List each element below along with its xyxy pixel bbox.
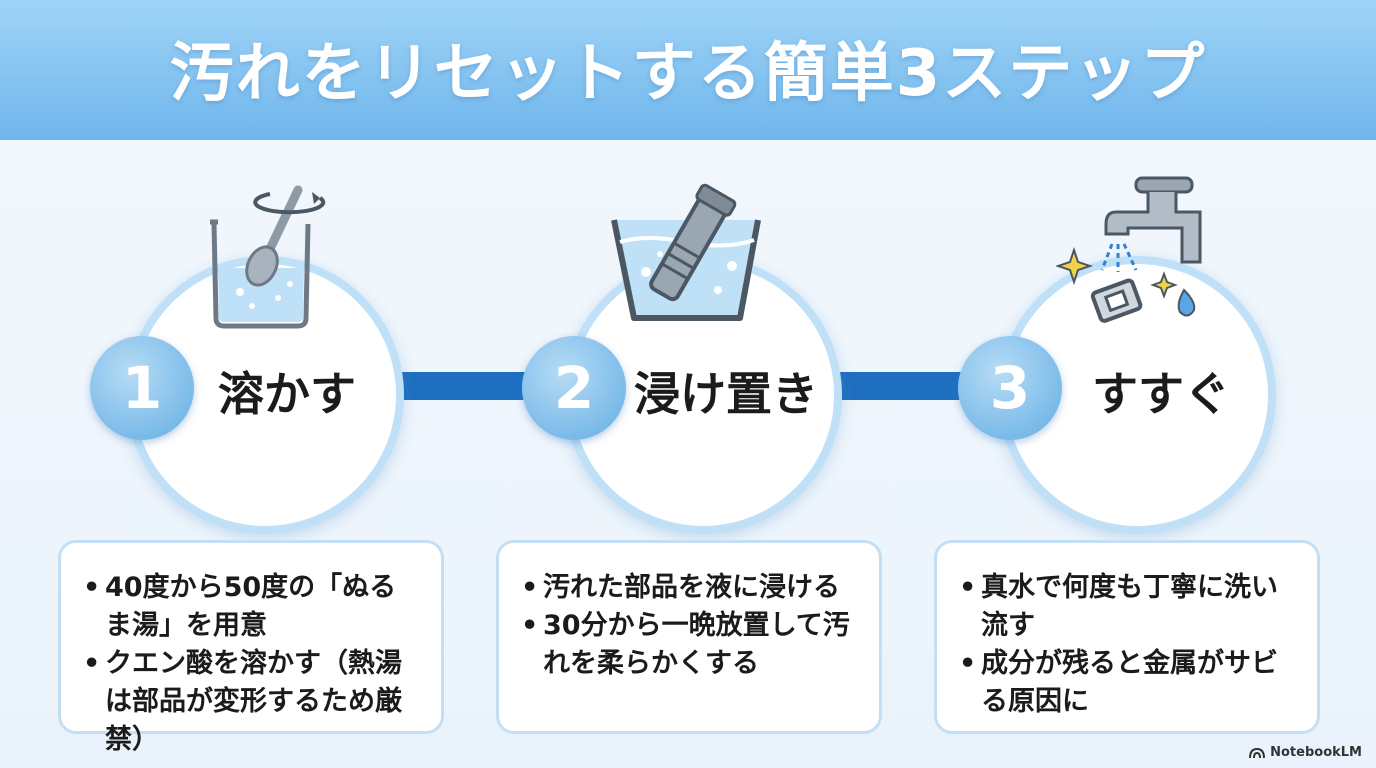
brand-name: NotebookLM xyxy=(1270,745,1362,760)
step-3-bullet-1: •真水で何度も丁寧に洗い流す xyxy=(959,572,1278,641)
connector-1-2 xyxy=(390,372,530,400)
step-3-card: •真水で何度も丁寧に洗い流す •成分が残ると金属がサビる原因に xyxy=(934,540,1320,734)
page-title: 汚れをリセットする簡単3ステップ xyxy=(169,37,1207,111)
step-1-card: •40度から50度の「ぬるま湯」を用意 •クエン酸を溶かす（熱湯は部品が変形する… xyxy=(58,540,444,755)
soaking-basin-icon xyxy=(611,183,761,321)
step-3-bullet-2: •成分が残ると金属がサビる原因に xyxy=(959,648,1278,717)
step-1-bullet-2: •クエン酸を溶かす（熱湯は部品が変形するため厳禁） xyxy=(83,648,402,755)
brand-watermark: NotebookLM xyxy=(1249,745,1362,760)
connector-2-3 xyxy=(828,372,968,400)
step-1-number: 1 xyxy=(90,336,194,440)
step-3-label: すすぐ xyxy=(1092,367,1230,421)
step-2-label: 浸け置き xyxy=(634,367,818,421)
step-1-label: 溶かす xyxy=(218,367,356,421)
faucet-rinse-icon xyxy=(1056,176,1202,323)
step-1-bullet-1: •40度から50度の「ぬるま湯」を用意 xyxy=(83,572,397,641)
step-3-number: 3 xyxy=(958,336,1062,440)
header-banner: 汚れをリセットする簡単3ステップ xyxy=(0,0,1376,140)
beaker-spoon-icon xyxy=(210,185,326,329)
notebooklm-logo-icon xyxy=(1249,747,1266,758)
step-2-bullet-2: •30分から一晩放置して汚れを柔らかくする xyxy=(521,610,850,679)
step-2-bullet-1: •汚れた部品を液に浸ける xyxy=(521,572,840,603)
step-2-card: •汚れた部品を液に浸ける •30分から一晩放置して汚れを柔らかくする xyxy=(496,540,882,734)
step-2-number: 2 xyxy=(522,336,626,440)
